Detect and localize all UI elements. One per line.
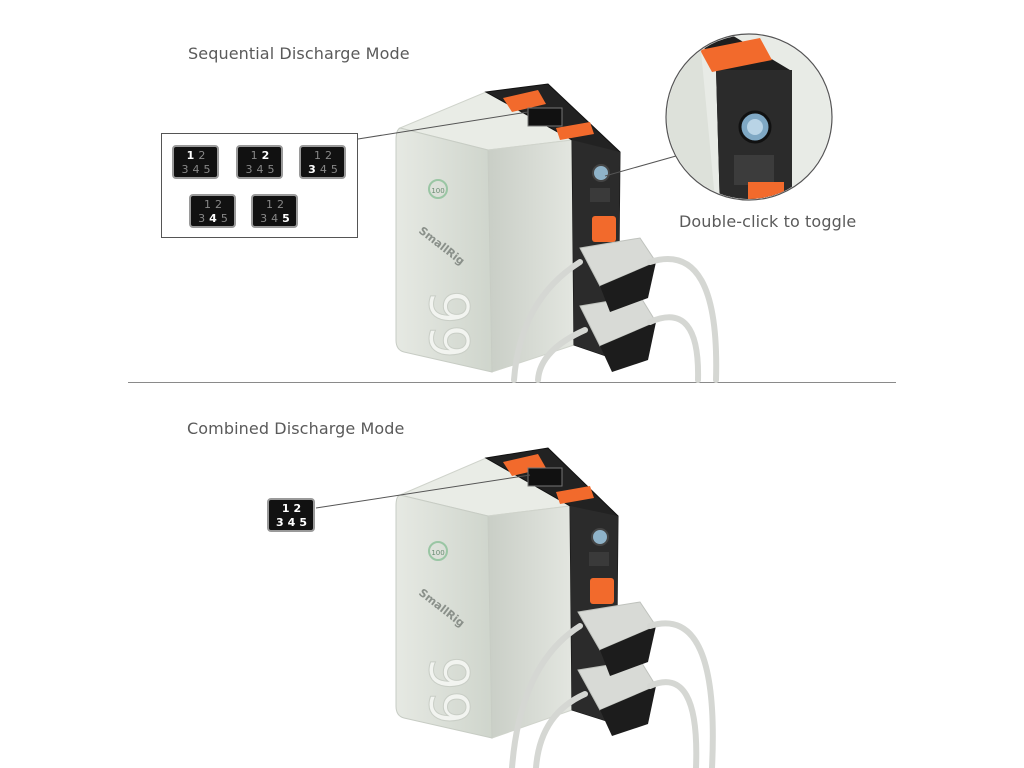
combined-callout-line: [315, 474, 531, 509]
sequence-badge-4: 12 345: [189, 194, 236, 228]
combined-mode-caption: Combined Discharge Mode: [187, 419, 405, 438]
sequence-badge-1: 12 345: [172, 145, 219, 179]
zoom-callout-line: [604, 155, 677, 177]
combined-badge: 12 345: [267, 498, 315, 532]
sequential-mode-caption: Sequential Discharge Mode: [188, 44, 410, 63]
display-callout-line: [357, 111, 529, 140]
toggle-instruction-caption: Double-click to toggle: [679, 212, 857, 231]
top-battery-assembly: 100 SmallRig 99: [395, 83, 720, 383]
svg-text:100: 100: [431, 549, 444, 557]
sequence-badge-3: 12 345: [299, 145, 346, 179]
sequence-badge-5: 12 345: [251, 194, 298, 228]
sequence-badge-2: 12 345: [236, 145, 283, 179]
section-divider: [128, 382, 896, 383]
bottom-battery-assembly: 100 SmallRig 99: [395, 447, 716, 768]
model-number-bottom: 99: [417, 656, 480, 725]
zoom-detail-circle: [665, 33, 833, 201]
svg-text:100: 100: [431, 187, 444, 195]
model-number: 99: [417, 290, 480, 359]
